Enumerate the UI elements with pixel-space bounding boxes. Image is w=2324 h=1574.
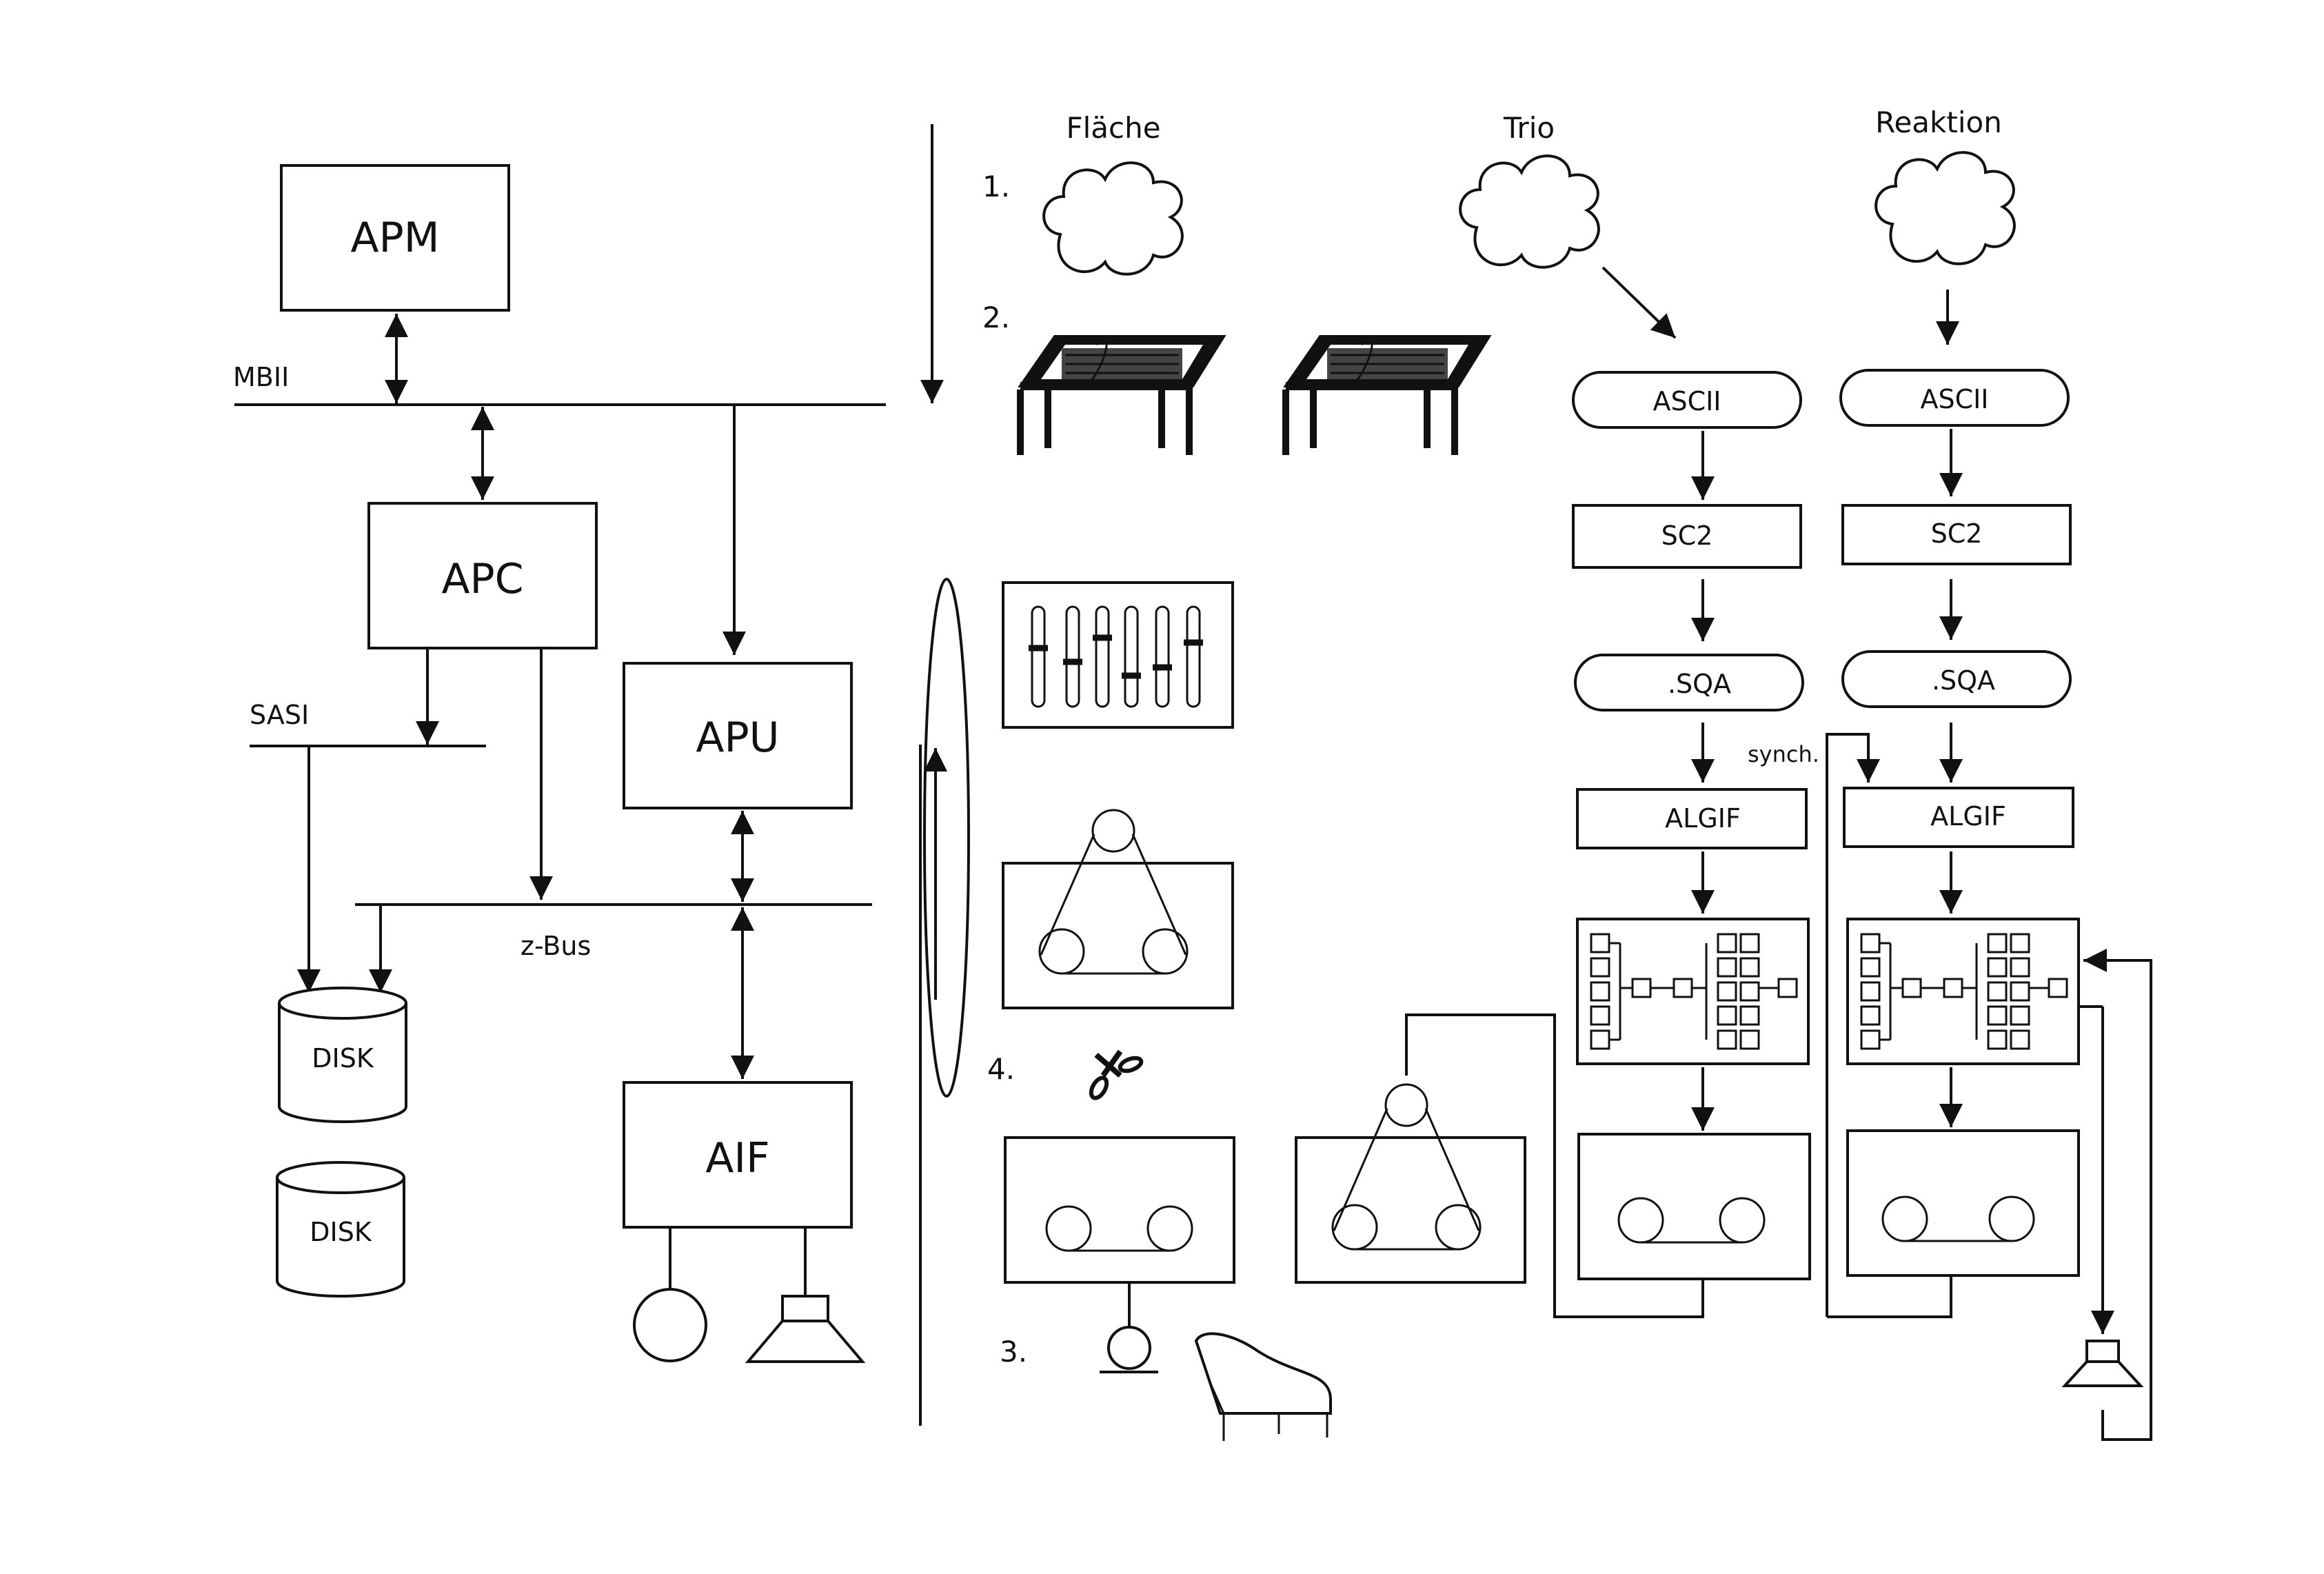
aif-label: AIF: [705, 1134, 769, 1182]
speaker-icon: [745, 1295, 866, 1363]
disk-2-label: DISK: [310, 1217, 372, 1247]
reaktion-tape-recorder-icon: [1846, 1129, 2080, 1277]
reaktion-sc2-label: SC2: [1931, 518, 1983, 549]
disk-2: DISK: [276, 1161, 405, 1298]
disk-1-label: DISK: [312, 1043, 374, 1073]
cloud-icon-trio: [1459, 154, 1600, 269]
workflow-timeline: [919, 124, 970, 1426]
sasi-label: SASI: [250, 700, 309, 730]
reaktion-speaker-icon: [2061, 1340, 2144, 1387]
reaktion-feedback-line: [2083, 949, 2152, 1441]
aif-box: [623, 1081, 853, 1229]
trio-sqa-label: .SQA: [1668, 669, 1731, 699]
trio-tape-recorder-icon: [1577, 1133, 1811, 1280]
tape-recorder-icon-1: [1004, 1136, 1235, 1373]
reaktion-ascii-label: ASCII: [1920, 384, 1988, 414]
column-reaktion-header: Reaktion: [1875, 105, 2002, 139]
column-trio-header: Trio: [1503, 111, 1555, 145]
trio-feedback-line: [1405, 1013, 1704, 1318]
reaktion-signal-graph-icon: [1846, 918, 2080, 1065]
apc-label: APC: [441, 555, 523, 603]
reaktion-tape-out-line: [1827, 1275, 1952, 1318]
step-3-label: 3.: [1000, 1335, 1027, 1369]
zbus-label: z-Bus: [521, 931, 591, 961]
trio-chain: ASCII SC2 .SQA ALGIF: [1405, 371, 1811, 1318]
apm-box: [280, 164, 510, 312]
mbii-label: MBII: [233, 362, 289, 392]
trio-signal-graph-icon: [1576, 918, 1810, 1065]
score-table-icon-1: [1017, 335, 1226, 455]
reaktion-ascii-box: [1839, 369, 2070, 427]
apu-label: APU: [696, 714, 779, 762]
reaktion-sqa-label: .SQA: [1932, 665, 1995, 696]
apm-label: APM: [351, 214, 440, 262]
reaktion-sc2-box: [1841, 504, 2072, 565]
score-table-icon-2: [1282, 335, 1492, 455]
recorder-microphone-icon: [1107, 1326, 1151, 1370]
tape-machine-icon-2: [1295, 1083, 1526, 1284]
step-1-label: 1.: [982, 170, 1010, 203]
trio-sqa-box: [1574, 654, 1804, 712]
cloud-icon-flaeche: [1042, 161, 1184, 276]
trio-ascii-box: [1572, 371, 1802, 429]
disk-1: DISK: [278, 987, 407, 1123]
step-4-label: 4.: [987, 1052, 1015, 1086]
trio-sc2-label: SC2: [1661, 521, 1713, 551]
synch-line: [1826, 733, 1880, 1317]
microphone-icon: [633, 1288, 707, 1362]
apc-box: [367, 502, 598, 649]
reaktion-algif-label: ALGIF: [1930, 801, 2006, 831]
reaktion-chain: ASCII SC2 .SQA synch. ALGIF: [1748, 369, 2152, 1441]
trio-cloud-arrow: [1601, 266, 1677, 339]
hardware-block: APM MBII APC SASI APU z-Bus DISK DIS: [233, 164, 886, 1363]
scissors-icon: [1089, 1049, 1144, 1100]
step-2-label: 2.: [982, 301, 1010, 334]
reaktion-sqa-box: [1841, 650, 2072, 708]
cloud-icon-reaktion: [1875, 151, 2016, 265]
column-flaeche-header: Fläche: [1066, 111, 1160, 145]
trio-sc2-box: [1572, 504, 1802, 569]
grand-piano-icon: [1194, 1332, 1332, 1441]
trio-algif-box: [1576, 788, 1808, 849]
tape-machine-icon-1: [1002, 809, 1234, 1009]
loop-ellipse: [923, 578, 970, 1098]
synch-label: synch.: [1748, 741, 1819, 767]
apu-box: [623, 662, 853, 809]
mixer-faders-icon: [1002, 581, 1234, 729]
trio-algif-label: ALGIF: [1665, 803, 1741, 834]
reaktion-algif-box: [1843, 787, 2074, 848]
trio-ascii-label: ASCII: [1653, 386, 1721, 416]
